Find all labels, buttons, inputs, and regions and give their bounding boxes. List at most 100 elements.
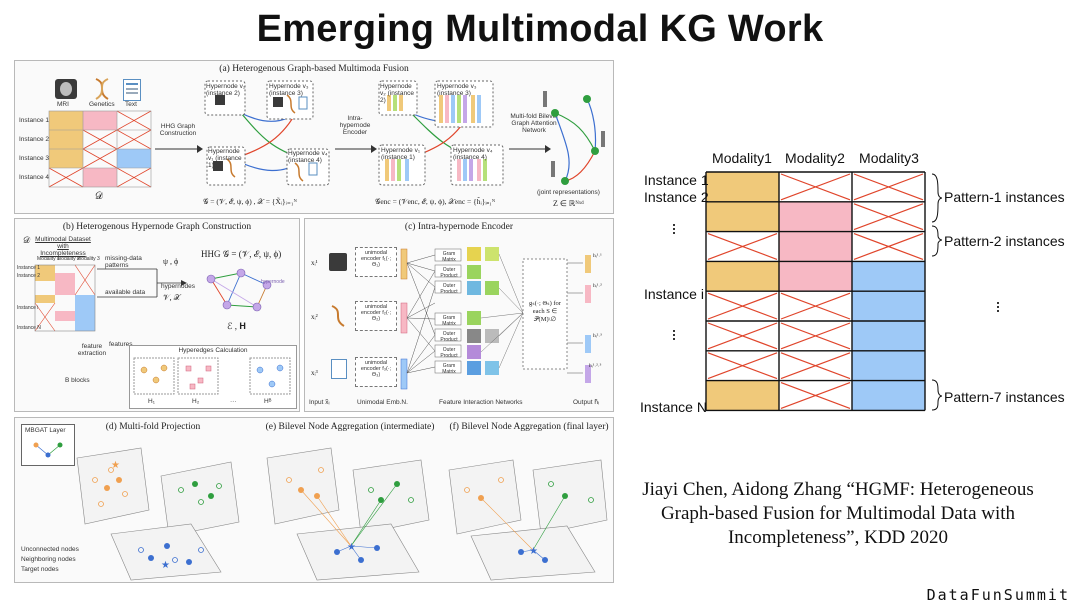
enc-hypernode-1-label: Hypernode v₁ (instance 1) <box>381 147 421 161</box>
op-4: Gram Matrix <box>442 315 456 327</box>
step-hhg-construction: HHG Graph Construction <box>159 123 197 137</box>
encoder-3-label: unimodal encoder f₃(·; Θ₃) <box>360 360 392 378</box>
input-x1: xᵢ¹ <box>311 259 318 267</box>
hyperedges-label: Hyperedges Calculation <box>178 347 248 354</box>
row-instance-1: Instance 1 <box>17 265 41 271</box>
svg-text:★: ★ <box>529 546 538 557</box>
eh-label: ℰ , 𝐇 <box>227 321 246 331</box>
missing-cross <box>853 203 924 231</box>
missing-cross <box>853 233 924 260</box>
mri-icon <box>55 79 77 99</box>
col-header-modality1: Modality1 <box>712 150 772 166</box>
hyperedge-blocks <box>133 357 291 395</box>
missing-cross <box>780 173 851 201</box>
row-label-instance-2: Instance 2 <box>644 189 709 205</box>
h1-label: H₁ <box>148 398 155 405</box>
slide-title: Emerging Multimodal KG Work <box>256 8 824 50</box>
row-label-instance-1: Instance 1 <box>644 172 709 188</box>
dataset-title: Multimodal Dataset with Incompleteness <box>35 236 91 257</box>
dataset-symbol: 𝒟 <box>95 191 103 202</box>
svg-text:★: ★ <box>111 460 120 471</box>
op-6: Outer Product <box>440 347 458 359</box>
input-mri-icon <box>329 253 347 271</box>
mbgat-layer-label: MBGAT Layer <box>25 427 66 434</box>
grid-cell <box>706 380 779 411</box>
missing-cross <box>780 352 851 380</box>
panel-b-arrows <box>97 268 187 298</box>
missing-cross <box>707 292 778 320</box>
formula-graph: 𝒢 = (𝒱, ℰ, ψ, ϕ) , 𝒳 = {X̃ᵢ}ᵢ₌₁ᴺ <box>203 197 297 206</box>
panel-def: MBGAT Layer (d) Multi-fold Projection (e… <box>14 417 614 583</box>
row-label-dots-2: ··· <box>665 328 685 340</box>
formula-enc: 𝒢enc = (𝒱enc, ℰ, ψ, ϕ), 𝒳enc = {h̃ᵢ}ᵢ₌₁ᴺ <box>375 197 496 206</box>
h-ellipsis-label: ··· <box>230 398 237 405</box>
hypernode-1-label: Hypernode v₁ (instance 1) <box>208 148 242 169</box>
encoder-2-label: unimodal encoder f₂(·; Θ₂) <box>360 304 392 322</box>
interaction-network <box>400 247 591 390</box>
row-instance-n: Instance N <box>17 325 41 331</box>
enc-hypernode-3-label: Hypernode v₃ (instance 3) <box>437 83 477 97</box>
panel-b-title: (b) Heterogenous Hypernode Graph Constru… <box>62 222 252 232</box>
dna-icon <box>92 78 112 100</box>
pattern-2-label: Pattern-2 instances <box>944 233 1065 249</box>
modality-pattern-grid <box>705 171 926 412</box>
panel-e-title: (e) Bilevel Node Aggregation (intermedia… <box>265 422 435 432</box>
svg-text:★: ★ <box>161 560 170 571</box>
footer-feature-interaction: Feature Interaction Networks <box>439 399 523 406</box>
h2-label: H₂ <box>192 398 200 405</box>
features-label: features <box>109 341 133 348</box>
hhg-formula: HHG 𝒢 = (𝒱, ℰ, ψ, ϕ) <box>201 249 282 259</box>
col-modality-3: Modality 3 <box>77 256 100 262</box>
psi-phi: ψ , ϕ <box>163 257 179 266</box>
encoder-1-label: unimodal encoder f₁(·; Θ₁) <box>361 250 391 268</box>
grid-cell <box>706 261 779 292</box>
legend-unconnected: Unconnected nodes <box>21 546 79 553</box>
legend-neighboring: Neighboring nodes <box>21 556 76 563</box>
footer-output: Output h̃ᵢ <box>573 399 599 406</box>
col-modality-1: Modality 1 <box>37 256 60 262</box>
encoded-hypernode-graph <box>378 80 504 186</box>
op-3: Outer Product <box>440 283 458 295</box>
enc-hypernode-4-label: Hypernode v₄ (instance 4) <box>453 147 493 161</box>
op-5: Outer Product <box>440 331 458 343</box>
grid-cell <box>852 321 925 351</box>
brand-logo: DataFunSummit <box>926 586 1070 604</box>
instance-label-4: Instance 4 <box>19 174 49 181</box>
output-h23: hᵢ²˒³ <box>593 333 602 339</box>
op-2: Outer Product <box>440 267 458 279</box>
hyperedges-box: Hyperedges Calculation H₁ H₂ ··· Hᴮ <box>129 345 297 409</box>
step-intra-hypernode: Intra-hypernode Encoder <box>339 115 371 136</box>
row-label-instance-n: Instance N <box>640 399 707 415</box>
hypernode-4-label: Hypernode v₄ (instance 4) <box>288 150 328 164</box>
available-data-label: available data <box>105 289 146 296</box>
pattern-1-label: Pattern-1 instances <box>944 189 1065 205</box>
hypernodes-label: hypernodes <box>161 283 195 290</box>
missing-data-label: missing-data patterns <box>105 255 142 269</box>
col-header-modality3: Modality3 <box>859 150 919 166</box>
panel-a-title: (a) Heterogenous Graph-based Multimoda F… <box>219 64 409 74</box>
encoder-1: unimodal encoder f₁(·; Θ₁) <box>355 247 397 277</box>
grid-cell <box>706 201 779 232</box>
missing-cross <box>780 382 851 409</box>
feature-extraction-label: feature extraction <box>77 343 107 357</box>
mbgat-mini-graph <box>33 442 63 458</box>
instance-label-1: Instance 1 <box>19 117 49 124</box>
input-x2: xᵢ² <box>311 313 318 321</box>
encoder-2: unimodal encoder f₂(·; Θ₂) <box>355 301 397 331</box>
hb-label: Hᴮ <box>264 398 272 405</box>
text-doc-icon <box>123 79 141 101</box>
formula-z: Z ∈ ℝᴺˣᵈ <box>553 199 584 208</box>
panel-f-title: (f) Bilevel Node Aggregation (final laye… <box>449 422 609 432</box>
output-h11: hᵢ¹˒¹ <box>593 253 602 259</box>
row-label-dots-1: ··· <box>665 222 685 234</box>
pattern-braces <box>931 173 943 411</box>
col-header-modality2: Modality2 <box>785 150 845 166</box>
vx-label: 𝒱, 𝒳 <box>163 293 181 302</box>
grid-cell <box>852 261 925 292</box>
output-h12: hᵢ¹˒² <box>593 283 602 289</box>
legend-target: Target nodes <box>21 566 59 573</box>
grid-cell <box>852 291 925 321</box>
missing-cross <box>707 352 778 380</box>
panel-c: (c) Intra-hypernode Encoder xᵢ¹ xᵢ² xᵢ³ … <box>304 218 614 412</box>
modality-label-mri: MRI <box>57 101 69 108</box>
